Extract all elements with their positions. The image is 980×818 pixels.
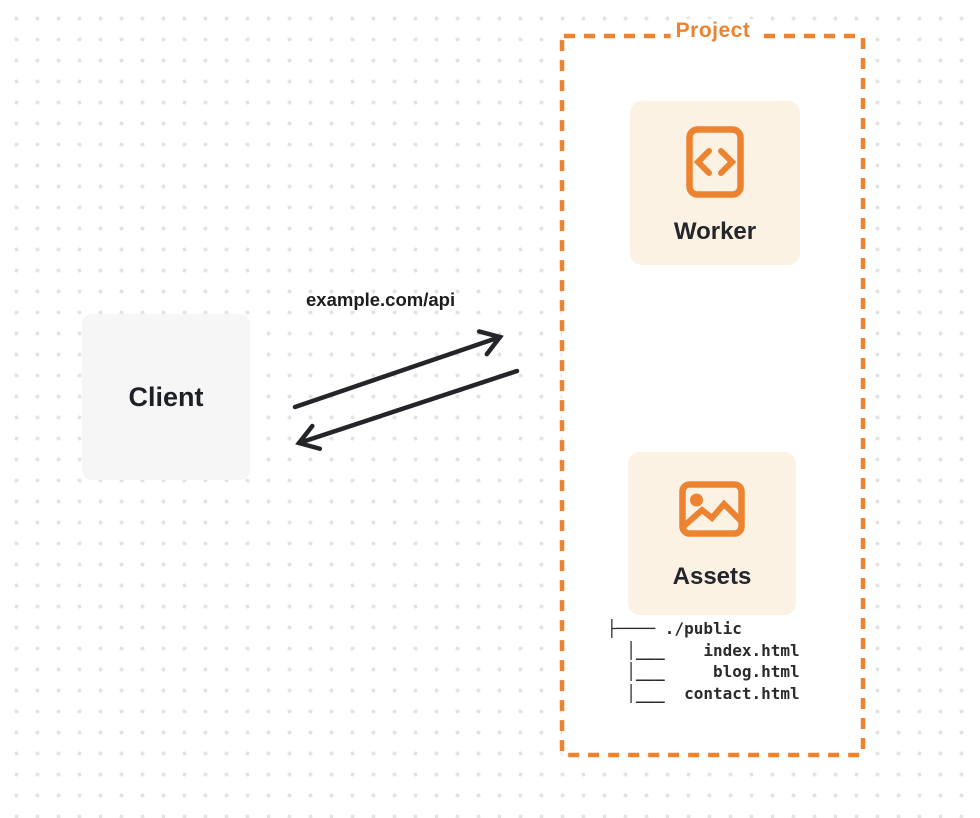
client-node: Client: [82, 314, 250, 480]
file-tree-item: │___ index.html: [607, 640, 800, 660]
assets-label: Assets: [672, 563, 752, 590]
code-icon: [686, 126, 744, 198]
file-tree-item: │___ blog.html: [607, 662, 800, 681]
assets-file-tree: ├──── ./public │___ index.html │___ blog…: [607, 618, 800, 704]
request-arrow: [292, 329, 504, 410]
assets-card: Assets: [628, 452, 796, 615]
file-tree-item: │___ contact.html: [607, 683, 800, 703]
worker-card: Worker: [630, 101, 800, 265]
image-icon: [679, 481, 745, 537]
file-tree-root: ├──── ./public: [607, 619, 742, 638]
client-label: Client: [128, 381, 204, 412]
response-arrow: [295, 368, 520, 451]
project-label: Project: [670, 19, 756, 43]
request-url-label: example.com/api: [306, 289, 456, 310]
worker-label: Worker: [673, 218, 757, 245]
